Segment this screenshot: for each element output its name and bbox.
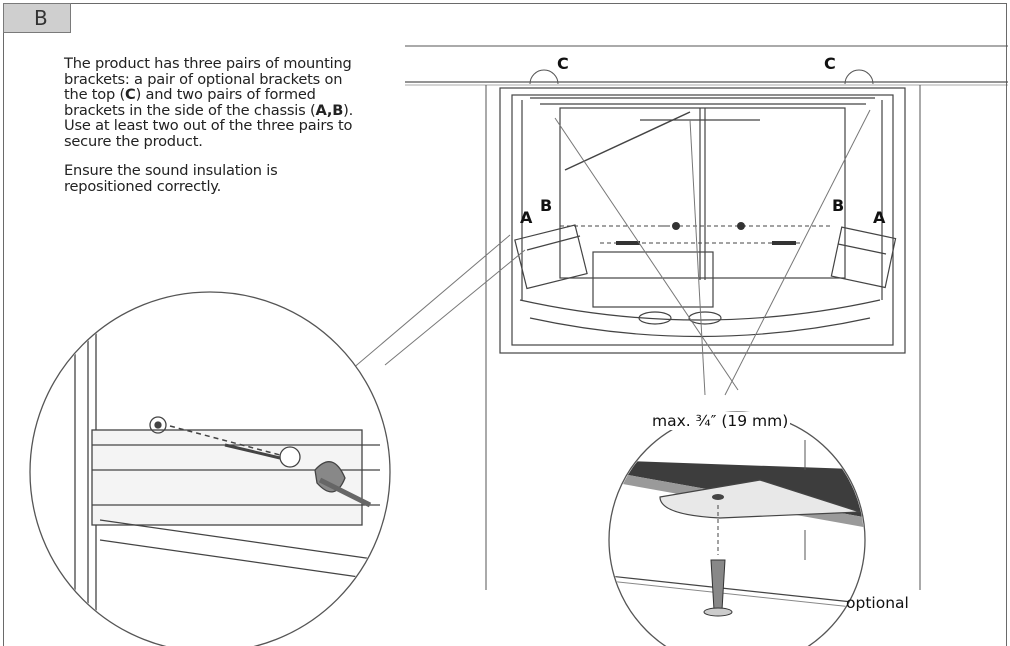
top-brackets <box>529 69 874 85</box>
max-gap-callout: max. ¾″ (19 mm) <box>650 412 791 430</box>
left-detail-magnifier <box>29 291 391 646</box>
bracket-ref-c: C <box>125 86 136 103</box>
instruction-text: The product has three pairs of mounting … <box>64 56 364 208</box>
label-a-right: A <box>873 208 886 227</box>
label-c-right: C <box>824 54 836 73</box>
optional-callout: optional <box>846 594 909 612</box>
cabinet-walls <box>485 85 921 590</box>
label-b-right: B <box>832 196 845 215</box>
label-a-left: A <box>520 208 533 227</box>
frame-left-border <box>3 3 4 646</box>
leader-lines <box>344 109 871 396</box>
step-badge: B <box>3 3 71 33</box>
label-c-left: C <box>557 54 569 73</box>
countertop <box>405 45 1008 86</box>
instruction-text-part: ) and two pairs of formed brackets in th… <box>64 86 316 119</box>
frame-right-border <box>1006 3 1007 646</box>
screw-guides <box>560 225 830 244</box>
instruction-text-part: The product has three pairs of mounting … <box>64 55 352 103</box>
step-letter: B <box>34 6 48 30</box>
instruction-text-part: ). Use at least two out of the three pai… <box>64 101 354 150</box>
instruction-paragraph-brackets: The product has three pairs of mounting … <box>64 56 364 149</box>
screw-icons <box>616 222 796 245</box>
label-b-left: B <box>540 196 553 215</box>
bracket-ref-ab: A,B <box>315 101 344 119</box>
appliance-chassis <box>499 87 906 354</box>
instruction-paragraph-insulation: Ensure the sound insulation is repositio… <box>64 162 278 195</box>
frame-top-border <box>3 3 1007 4</box>
right-detail-magnifier <box>608 411 866 646</box>
